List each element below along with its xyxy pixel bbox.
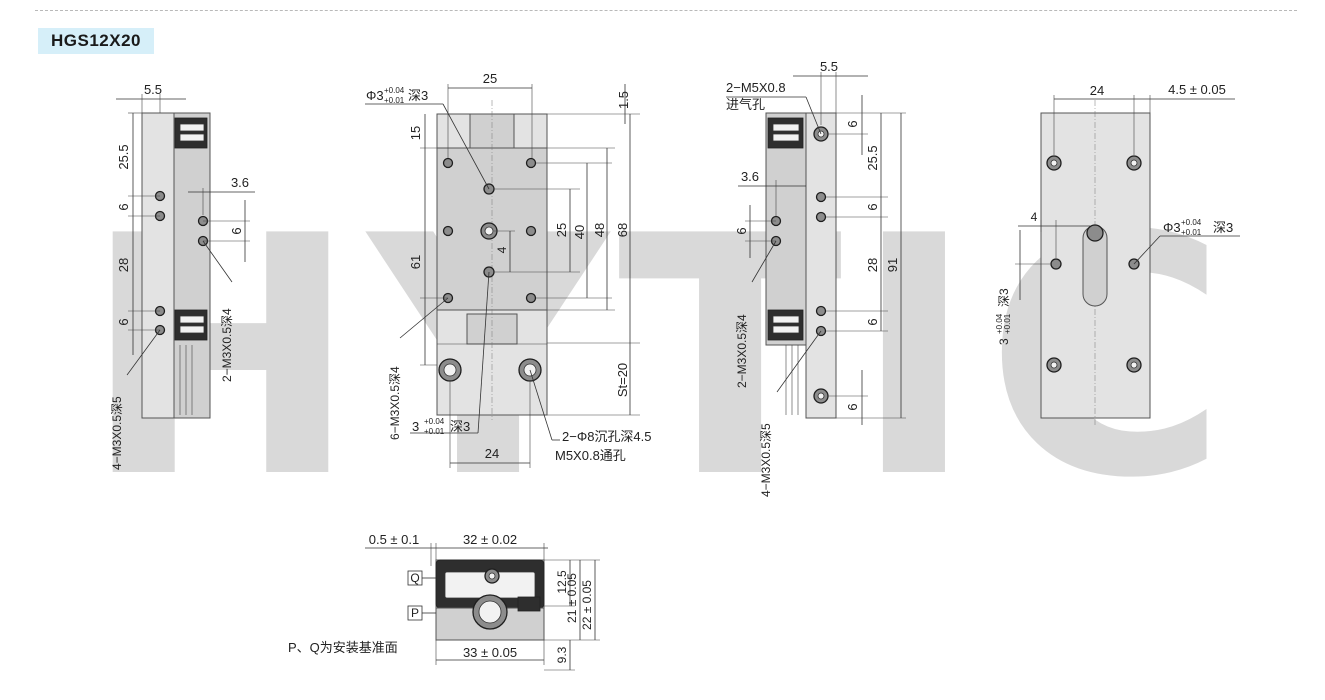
- dim-6: 6: [845, 403, 860, 410]
- callout-6-m3-depth4: 6−M3X0.5深4: [388, 366, 402, 440]
- dim-25: 25: [554, 223, 569, 237]
- dim-6: 6: [865, 203, 880, 210]
- port-label: 进气孔: [726, 97, 765, 112]
- side-pin-tol-upper: +0.04: [995, 313, 1004, 334]
- dim-61: 61: [408, 255, 423, 269]
- dim-15: 15: [408, 126, 423, 140]
- datum-note: P、Q为安装基准面: [288, 640, 398, 655]
- dim-91: 91: [885, 258, 900, 272]
- view-end-section: 0.5 ± 0.1 32 ± 0.02 12.5 21 ± 0.05 22 ± …: [288, 532, 600, 671]
- dim-6: 6: [116, 203, 131, 210]
- datum-q-label: Q: [410, 571, 419, 585]
- dim-24: 24: [485, 446, 499, 461]
- tapped-hole: [525, 225, 537, 237]
- dim-28: 28: [116, 258, 131, 272]
- tapped-hole: [815, 191, 827, 203]
- dim-25: 25: [483, 71, 497, 86]
- datum-p-label: P: [411, 606, 419, 620]
- dim-28: 28: [865, 258, 880, 272]
- side-body: [805, 112, 837, 419]
- bottom-pin-label: 3: [412, 419, 419, 434]
- stroke-label: St=20: [615, 363, 630, 397]
- dim-21-tol: 21 ± 0.05: [565, 573, 579, 623]
- view-front: 25 1.5 Φ3 +0.04 +0.01 深3 15 61 25 40 48 …: [365, 71, 652, 468]
- side-body: [141, 112, 175, 419]
- callout-4-m3-depth5: 4−M3X0.5深5: [110, 396, 124, 470]
- back-pin-depth: 深3: [1213, 220, 1233, 235]
- side-end-cap-bottom: [174, 309, 208, 341]
- model-title-badge: HGS12X20: [38, 28, 154, 54]
- dim-40: 40: [572, 225, 587, 239]
- view-right-side: 5.5 2−M5X0.8 进气孔 6 25.5 6 28 6 91 6 3.6 …: [726, 59, 906, 497]
- view-left-side: 5.5 25.5 6 28 6 3.6 6 4−M3X0.5深5 2−M3X0.…: [110, 82, 255, 470]
- dim-6: 6: [229, 227, 244, 234]
- dim-9-3: 9.3: [555, 646, 569, 663]
- back-pin-label: Φ3: [1163, 220, 1181, 235]
- tapped-hole: [442, 157, 454, 169]
- bottom-pin-tol-upper: +0.04: [424, 417, 445, 426]
- dim-4: 4: [1031, 210, 1038, 224]
- callout-2-m3-depth4: 2−M3X0.5深4: [220, 308, 234, 382]
- bottom-pin-tol-lower: +0.01: [424, 427, 445, 436]
- side-pin-label: 3: [997, 338, 1011, 345]
- pin-tolerance-lower: +0.01: [384, 96, 405, 105]
- dim-25-5: 25.5: [116, 144, 131, 169]
- side-end-cap-top: [174, 117, 208, 149]
- dim-5-5: 5.5: [144, 82, 162, 97]
- dim-48: 48: [592, 223, 607, 237]
- watermark-text: HYTIC: [82, 166, 1237, 550]
- dim-33-tol: 33 ± 0.05: [463, 645, 517, 660]
- dim-6: 6: [865, 318, 880, 325]
- tapped-hole: [815, 211, 827, 223]
- pin-hole-label: Φ3: [366, 88, 384, 103]
- dim-3-6: 3.6: [741, 169, 759, 184]
- pin-tolerance-upper: +0.04: [384, 86, 405, 95]
- side-pin-tol-lower: +0.01: [1003, 313, 1012, 334]
- bottom-pin-depth: 深3: [450, 419, 470, 434]
- dim-4: 4: [495, 246, 509, 253]
- dim-0-5-tol: 0.5 ± 0.1: [369, 532, 420, 547]
- dim-5-5: 5.5: [820, 59, 838, 74]
- dim-68: 68: [615, 223, 630, 237]
- tapped-hole: [442, 225, 454, 237]
- side-pin-depth: 深3: [997, 288, 1011, 307]
- dim-22-tol: 22 ± 0.05: [580, 580, 594, 630]
- back-pin-tol-lower: +0.01: [1181, 228, 1202, 237]
- dim-6: 6: [845, 120, 860, 127]
- dim-12-5: 12.5: [555, 570, 569, 594]
- port-callout: 2−M5X0.8: [726, 80, 786, 95]
- dim-3-6: 3.6: [231, 175, 249, 190]
- pin-hole: [1050, 258, 1062, 270]
- dim-6: 6: [734, 227, 749, 234]
- dim-6: 6: [116, 318, 131, 325]
- dim-4-5-tol: 4.5 ± 0.05: [1168, 82, 1226, 97]
- dim-1-5: 1.5: [616, 91, 631, 109]
- callout-4-m3-depth5: 4−M3X0.5深5: [759, 423, 773, 497]
- slot-end-hole: [1086, 224, 1104, 242]
- dim-24: 24: [1090, 83, 1104, 98]
- tapped-hole: [525, 292, 537, 304]
- tapped-hole: [525, 157, 537, 169]
- dim-32-tol: 32 ± 0.02: [463, 532, 517, 547]
- top-dashed-divider: [35, 10, 1297, 11]
- through-hole-callout: M5X0.8通孔: [555, 448, 626, 463]
- side-slider: [765, 112, 807, 346]
- side-end-cap-top: [767, 117, 804, 149]
- dim-25-5: 25.5: [865, 145, 880, 170]
- view-back: 24 4.5 ± 0.05 4 3 +0.04 +0.01 深3 Φ3 +0.0…: [995, 82, 1240, 425]
- pin-depth-label: 深3: [408, 88, 428, 103]
- side-end-cap-bottom: [767, 309, 804, 341]
- back-pin-tol-upper: +0.04: [1181, 218, 1202, 227]
- callout-2-m3-depth4: 2−M3X0.5深4: [735, 314, 749, 388]
- tapped-hole: [815, 305, 827, 317]
- counterbore-callout: 2−Φ8沉孔深4.5: [562, 429, 652, 444]
